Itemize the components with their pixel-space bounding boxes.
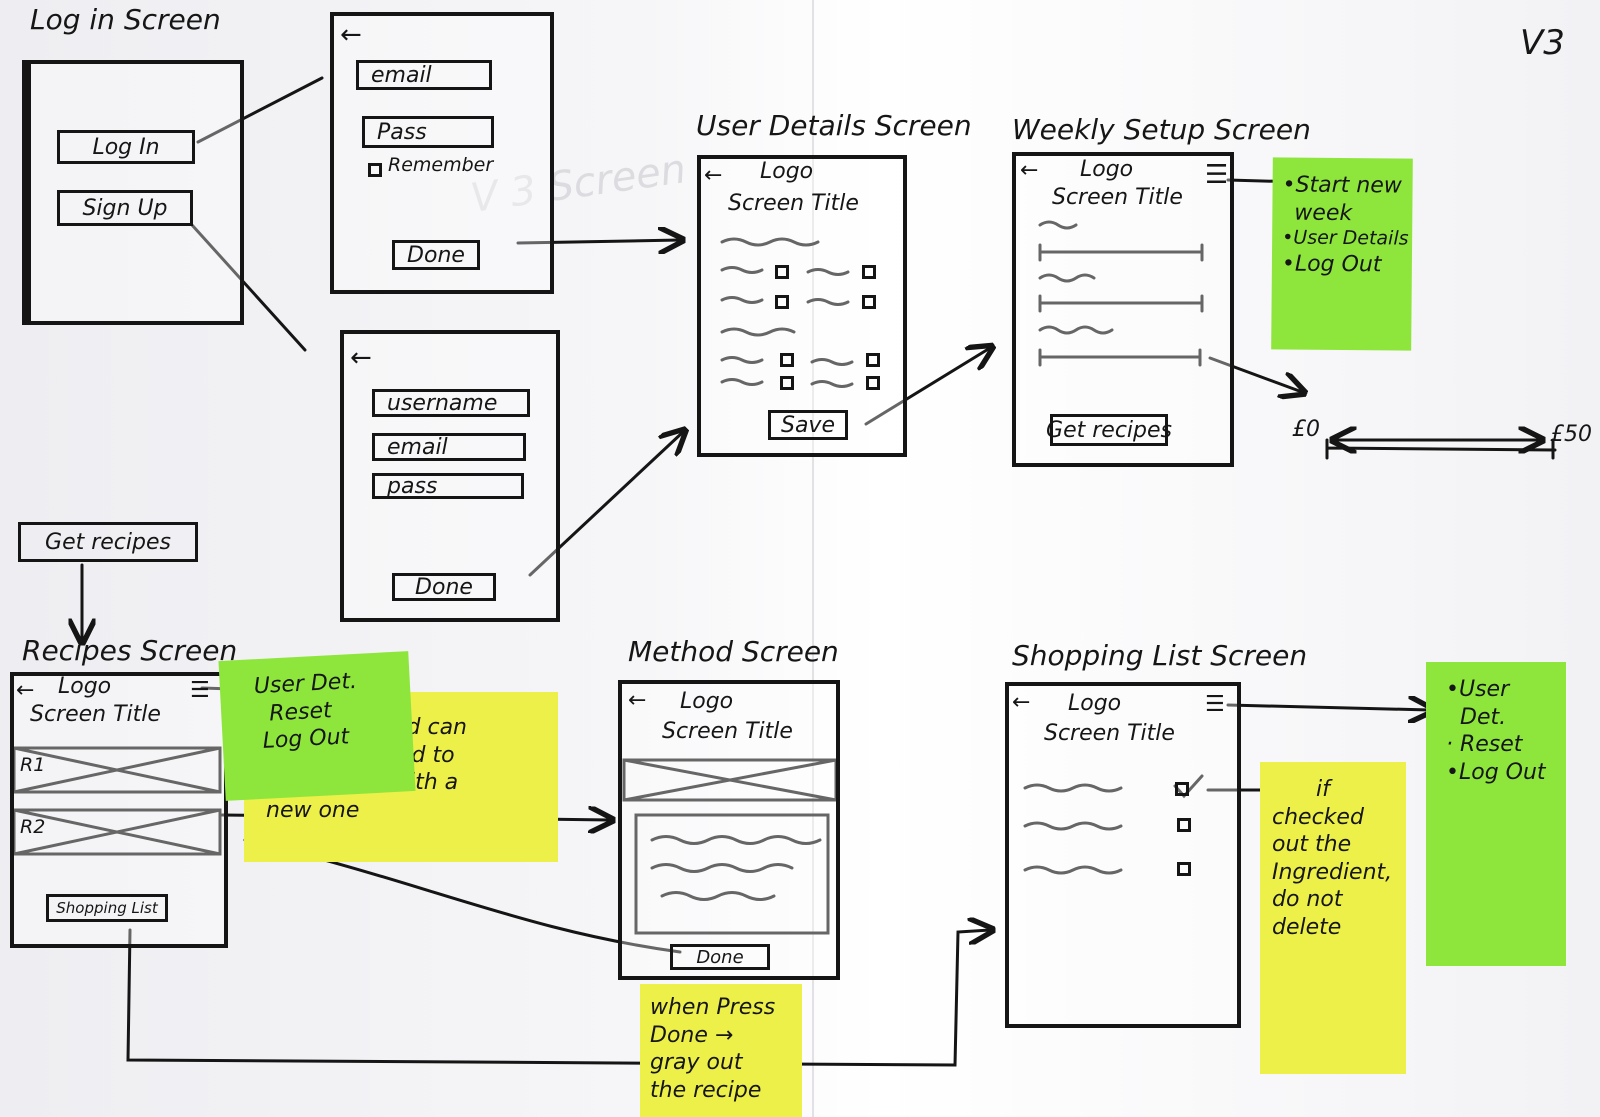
remember-checkbox[interactable] bbox=[368, 163, 382, 177]
ingredient-checkbox[interactable] bbox=[1177, 862, 1191, 876]
logo-placeholder: Logo bbox=[1080, 157, 1134, 182]
recipes-screen-title: Recipes Screen bbox=[22, 634, 238, 667]
ingredient-checkbox[interactable] bbox=[1177, 818, 1191, 832]
note-line: the recipe bbox=[650, 1077, 762, 1103]
note-line: if bbox=[1316, 777, 1330, 802]
log-in-button[interactable]: Log In bbox=[57, 130, 195, 164]
email-field[interactable]: email bbox=[356, 60, 492, 90]
back-arrow-icon[interactable]: ← bbox=[1020, 158, 1039, 183]
remember-label: Remember bbox=[388, 154, 494, 176]
login-done-button[interactable]: Done bbox=[392, 240, 480, 270]
back-arrow-icon[interactable]: ← bbox=[1012, 690, 1031, 715]
logo-placeholder: Logo bbox=[1068, 691, 1122, 716]
note-line: checked bbox=[1272, 804, 1364, 830]
note-line: delete bbox=[1272, 914, 1342, 940]
get-recipes-button[interactable]: Get recipes bbox=[1046, 414, 1172, 446]
detail-checkbox[interactable] bbox=[775, 295, 789, 309]
back-arrow-icon[interactable]: ← bbox=[704, 163, 723, 188]
get-recipes-label-box: Get recipes bbox=[18, 522, 198, 562]
note-line: Ingredient, bbox=[1272, 859, 1393, 885]
method-done-button[interactable]: Done bbox=[670, 944, 770, 970]
screen-title-placeholder: Screen Title bbox=[30, 702, 161, 727]
note-line: new one bbox=[266, 797, 360, 823]
hamburger-menu-icon[interactable]: ☰ bbox=[1205, 692, 1225, 717]
detail-checkbox[interactable] bbox=[780, 353, 794, 367]
recipes-menu-sticky-note: User Det. Reset Log Out bbox=[218, 651, 416, 801]
detail-checkbox[interactable] bbox=[866, 353, 880, 367]
password-field[interactable]: Pass bbox=[362, 116, 494, 148]
weekly-menu-sticky-note: •Start new week •User Details •Log Out bbox=[1271, 157, 1413, 351]
paper-fold bbox=[812, 0, 814, 1117]
screen-title-placeholder: Screen Title bbox=[1044, 721, 1175, 746]
shopping-list-to-screen-arrow bbox=[126, 930, 990, 1067]
signup-password-field[interactable]: pass bbox=[372, 473, 524, 499]
recipe-2-label: R2 bbox=[20, 816, 46, 838]
note-line: Done → bbox=[650, 1022, 734, 1048]
shopping-list-button[interactable]: Shopping List bbox=[46, 894, 168, 922]
version-label: V3 bbox=[1520, 23, 1565, 63]
login-done-arrow bbox=[516, 240, 680, 243]
note-line: •Start new bbox=[1282, 172, 1402, 199]
price-range-max-label: £50 bbox=[1550, 422, 1592, 447]
weekly-setup-screen-title: Weekly Setup Screen bbox=[1012, 113, 1311, 146]
detail-checkbox[interactable] bbox=[866, 376, 880, 390]
note-line: out the bbox=[1272, 832, 1352, 857]
note-line: •Log Out bbox=[1446, 759, 1546, 785]
note-line: Det. bbox=[1460, 704, 1507, 730]
note-line: •Log Out bbox=[1281, 251, 1382, 278]
user-details-screen-title: User Details Screen bbox=[696, 109, 972, 142]
signup-done-arrow bbox=[528, 432, 683, 577]
detail-checkbox[interactable] bbox=[862, 265, 876, 279]
back-arrow-icon[interactable]: ← bbox=[628, 688, 647, 713]
signup-done-button[interactable]: Done bbox=[392, 573, 496, 601]
shopping-list-frame bbox=[1005, 682, 1241, 1028]
checked-ingredient-sticky-note: if checked out the Ingredient, do not de… bbox=[1260, 762, 1406, 1074]
logo-placeholder: Logo bbox=[680, 689, 734, 714]
login-form-frame bbox=[330, 12, 554, 294]
save-button[interactable]: Save bbox=[768, 410, 848, 440]
price-range-min-label: £0 bbox=[1292, 417, 1320, 442]
signup-email-field[interactable]: email bbox=[372, 433, 526, 461]
note-line: do not bbox=[1272, 887, 1343, 912]
note-line: •User Details bbox=[1282, 226, 1409, 250]
note-line: gray out bbox=[650, 1050, 743, 1075]
detail-checkbox[interactable] bbox=[862, 295, 876, 309]
save-to-weekly-arrow bbox=[864, 348, 990, 426]
back-arrow-icon[interactable]: ← bbox=[16, 678, 35, 703]
note-line: •User bbox=[1446, 677, 1510, 702]
recipe-1-label: R1 bbox=[20, 754, 46, 776]
shopping-menu-arrow bbox=[1226, 705, 1430, 710]
method-frame bbox=[618, 680, 840, 980]
method-done-sticky-note: when Press Done → gray out the recipe bbox=[640, 984, 802, 1117]
logo-placeholder: Logo bbox=[760, 159, 814, 184]
shopping-menu-sticky-note: •User Det. · Reset •Log Out bbox=[1426, 662, 1566, 966]
screen-title-placeholder: Screen Title bbox=[1052, 185, 1183, 210]
hamburger-menu-icon[interactable]: ☰ bbox=[190, 678, 210, 703]
sign-up-button[interactable]: Sign Up bbox=[57, 190, 193, 226]
detail-checkbox[interactable] bbox=[775, 265, 789, 279]
hamburger-menu-icon[interactable]: ☰ bbox=[1205, 160, 1229, 190]
back-arrow-icon[interactable]: ← bbox=[340, 20, 362, 50]
note-line: when Press bbox=[650, 995, 776, 1020]
back-arrow-icon[interactable]: ← bbox=[350, 343, 372, 373]
method-screen-title: Method Screen bbox=[628, 635, 839, 668]
note-line: week bbox=[1294, 200, 1353, 226]
screen-title-placeholder: Screen Title bbox=[728, 191, 859, 216]
logo-placeholder: Logo bbox=[58, 674, 112, 699]
shopping-list-screen-title: Shopping List Screen bbox=[1012, 639, 1308, 672]
ingredient-checkbox[interactable] bbox=[1175, 782, 1189, 796]
screen-title-placeholder: Screen Title bbox=[662, 719, 793, 744]
login-to-form-connector bbox=[196, 76, 324, 144]
detail-checkbox[interactable] bbox=[780, 376, 794, 390]
username-field[interactable]: username bbox=[372, 389, 530, 417]
shopping-item-check-mark bbox=[1173, 774, 1204, 799]
note-line: · Reset bbox=[1446, 732, 1523, 757]
signup-to-form-connector bbox=[190, 223, 307, 352]
slider-zoom-arrow bbox=[1208, 356, 1302, 392]
login-screen-title: Log in Screen bbox=[30, 3, 221, 36]
